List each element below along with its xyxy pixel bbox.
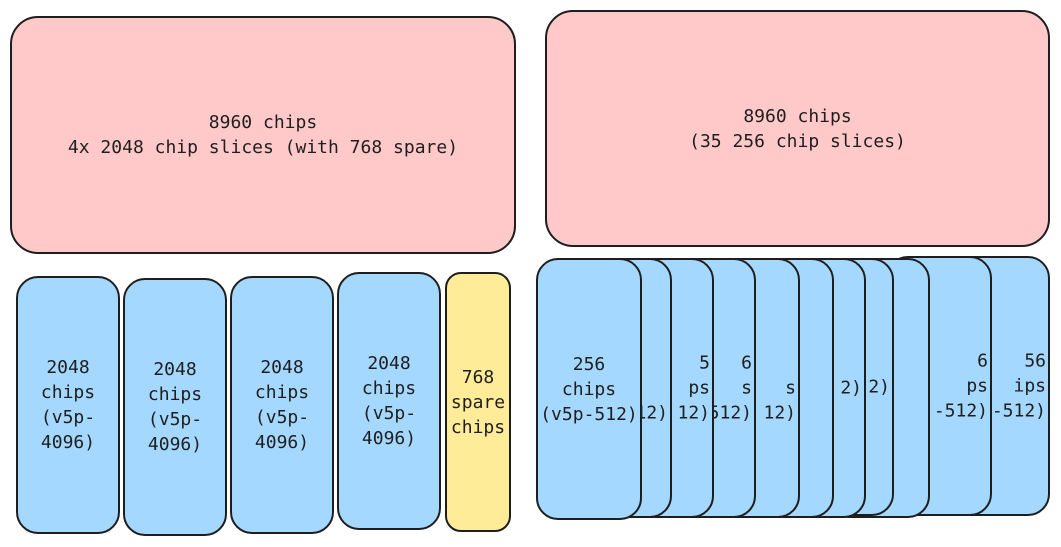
slice-2048-4: 2048 chips (v5p- 4096)	[337, 272, 441, 530]
left-pool-label: 8960 chips 4x 2048 chip slices (with 768…	[67, 112, 459, 158]
slice-2048-1: 2048 chips (v5p- 4096)	[16, 276, 120, 534]
stacked-slice-9-label: 5 ps 12)	[677, 352, 710, 424]
slice-2048-4-label: 2048 chips (v5p- 4096)	[361, 353, 417, 449]
right-pool-box: 8960 chips (35 256 chip slices)	[545, 10, 1050, 247]
stacked-slice-4-label: 2)	[868, 376, 890, 398]
stacked-slice-7-label: s 12)	[763, 377, 796, 424]
stacked-slice-8-label: 6 s 512)	[708, 352, 752, 424]
right-pool-label: 8960 chips (35 256 chip slices)	[689, 105, 906, 152]
slice-2048-2-label: 2048 chips (v5p- 4096)	[147, 359, 203, 455]
slice-2048-3-label: 2048 chips (v5p- 4096)	[254, 357, 310, 453]
slice-2048-1-label: 2048 chips (v5p- 4096)	[40, 357, 96, 453]
stacked-slice-5-label: 2)	[840, 377, 862, 399]
slice-256-front: 256 chips (v5p-512)	[536, 258, 642, 520]
slice-2048-2: 2048 chips (v5p- 4096)	[123, 278, 227, 536]
stacked-slice-1-label: 56 ips -512)	[991, 350, 1046, 422]
spare-chips-label: 768 spare chips	[450, 366, 506, 438]
spare-chips-box: 768 spare chips	[445, 272, 511, 532]
stacked-slice-10-label: 12)	[635, 402, 668, 424]
left-pool-box: 8960 chips 4x 2048 chip slices (with 768…	[10, 16, 516, 254]
stacked-slice-2-label: 6 ps -512)	[933, 350, 988, 422]
slice-2048-3: 2048 chips (v5p- 4096)	[230, 276, 334, 534]
slice-256-front-label: 256 chips (v5p-512)	[540, 353, 638, 425]
